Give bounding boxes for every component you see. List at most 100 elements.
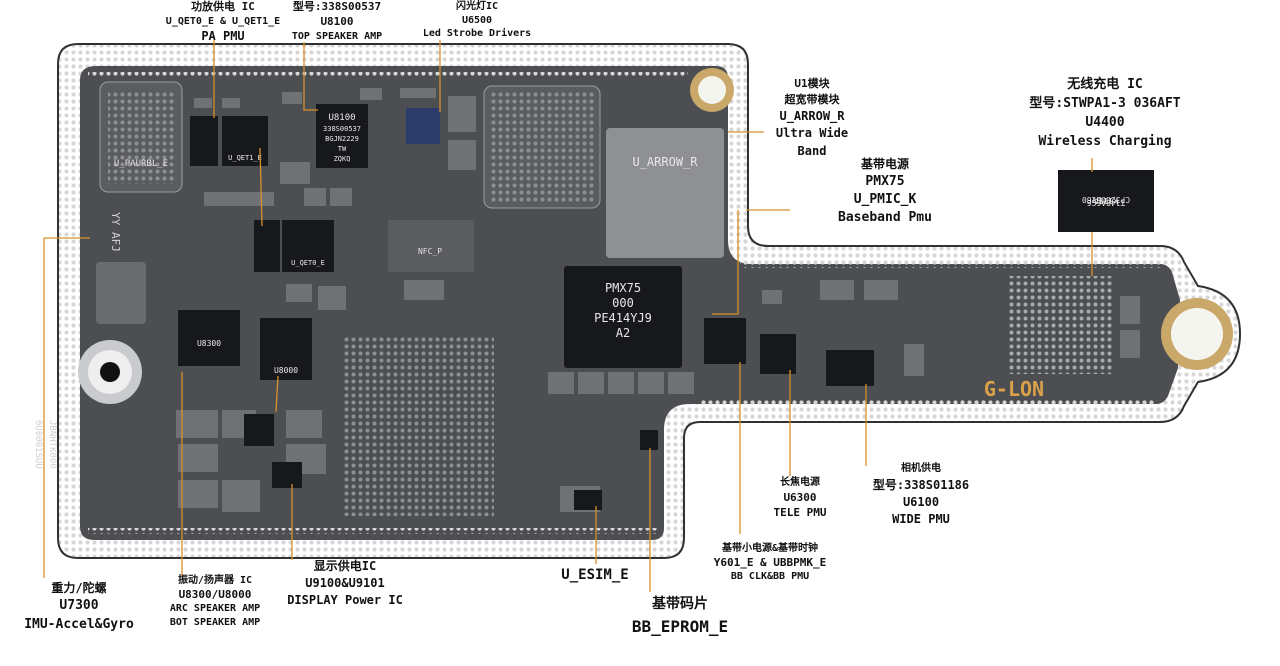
label-ref: U6100 bbox=[902, 494, 940, 509]
label-name: PA PMU bbox=[201, 29, 245, 44]
label-wireless: 无线充电 IC 型号:STWPA1-3 036AFT U4400 Wireles… bbox=[1000, 76, 1210, 151]
label-imu: 重力/陀螺 U7300 IMU-Accel&Gyro bbox=[4, 580, 154, 635]
label-ref: U_ESIM_E bbox=[561, 567, 629, 583]
label-model: 型号:STWPA1-3 036AFT bbox=[1029, 95, 1181, 111]
label-ref: U_ARROW_R bbox=[779, 108, 845, 123]
label-name: TELE PMU bbox=[773, 506, 827, 520]
label-cn: U1模块 bbox=[794, 77, 830, 90]
label-pa-pmu: 功放供电 IC U_QET0_E & U_QET1_E PA PMU bbox=[148, 0, 298, 45]
label-speaker-amp: 振动/扬声器 IC U8300/U8000 ARC SPEAKER AMP BO… bbox=[150, 574, 280, 629]
chip-esim bbox=[574, 490, 602, 510]
label-cn: 基带电源 bbox=[860, 157, 909, 171]
chip-text: U_ARROW_R bbox=[632, 155, 698, 169]
chip-text: 000 bbox=[612, 296, 634, 310]
chip-text: U_QET0_E bbox=[291, 259, 325, 267]
board-code: 6U0001SUU bbox=[33, 420, 43, 469]
label-ref: BB_EPROM_E bbox=[631, 617, 729, 636]
board-serial: JBNHTK000 bbox=[47, 420, 57, 469]
label-name: TOP SPEAKER AMP bbox=[291, 30, 383, 42]
label-name: BB CLK&BB PMU bbox=[730, 571, 810, 583]
label-ref: Y601_E & UBBPMK_E bbox=[713, 555, 827, 569]
chip-u8300 bbox=[178, 310, 240, 366]
small-module bbox=[96, 262, 146, 324]
chip-u8000 bbox=[260, 318, 312, 380]
chip-qet1 bbox=[282, 220, 334, 272]
label-cn: 重力/陀螺 bbox=[51, 581, 107, 595]
chip-text: K111A bbox=[1094, 196, 1118, 205]
label-tele: 长焦电源 U6300 TELE PMU bbox=[750, 476, 850, 521]
chip-text: ZQKQ bbox=[334, 155, 351, 163]
chip-u6100 bbox=[826, 350, 874, 386]
chip-eprom bbox=[640, 430, 658, 450]
inner-via-row bbox=[88, 528, 658, 534]
label-cn: 基带码片 bbox=[652, 596, 708, 612]
label-codes: U_QET0_E & U_QET1_E bbox=[165, 15, 281, 27]
label-name: WIDE PMU bbox=[892, 512, 950, 527]
inner-via-row bbox=[740, 262, 1160, 268]
label-bb-clk: 基带小电源&基带时钟 Y601_E & UBBPMK_E BB CLK&BB P… bbox=[690, 542, 850, 584]
label-display: 显示供电IC U9100&U9101 DISPLAY Power IC bbox=[270, 558, 420, 608]
chip-u8100 bbox=[316, 104, 368, 168]
bga-area bbox=[344, 336, 494, 516]
label-ref: U6500 bbox=[461, 14, 493, 26]
nfc-area bbox=[388, 220, 474, 272]
inner-via-row bbox=[88, 72, 688, 78]
label-name: ARC SPEAKER AMP bbox=[169, 603, 261, 615]
bga-area-right bbox=[1008, 276, 1112, 374]
chip-text: 338S00537 bbox=[323, 125, 361, 133]
label-name: Wireless Charging bbox=[1038, 133, 1172, 149]
chip-text: A2 bbox=[616, 326, 630, 340]
chip-text: BGJN2229 bbox=[325, 135, 359, 143]
label-name: DISPLAY Power IC bbox=[287, 592, 403, 607]
chip-u9101 bbox=[272, 462, 302, 488]
label-cn: 相机供电 bbox=[901, 463, 941, 474]
label-name: Led Strobe Drivers bbox=[422, 28, 532, 39]
label-cn: 超宽带模块 bbox=[784, 92, 840, 106]
chip-text: U_QET1_E bbox=[228, 154, 262, 162]
chip-y601 bbox=[704, 318, 746, 364]
label-ref: U4400 bbox=[1085, 114, 1125, 130]
label-model: 型号:338S01186 bbox=[872, 477, 970, 492]
brand-logo: G-LON bbox=[984, 377, 1044, 401]
chip-text: T148A6G6 bbox=[1087, 198, 1126, 207]
label-ref: U8100 bbox=[320, 14, 354, 28]
chip-text: TW bbox=[338, 145, 347, 153]
chip-text: U8100 bbox=[328, 113, 355, 123]
label-ref: U8300/U8000 bbox=[178, 587, 252, 601]
chip-u6500 bbox=[406, 108, 440, 144]
label-ref: U_PMIC_K bbox=[853, 191, 917, 207]
label-wide: 相机供电 型号:338S01186 U6100 WIDE PMU bbox=[846, 462, 996, 529]
label-ref: U7300 bbox=[59, 598, 99, 614]
label-cn: 闪光灯IC bbox=[455, 1, 499, 12]
chip-text: U8300 bbox=[197, 339, 221, 348]
label-eprom: 基带码片 BB_EPROM_E bbox=[600, 594, 760, 639]
chip-qet0-q bbox=[190, 116, 218, 166]
chip-u9100 bbox=[244, 414, 274, 446]
chip-qet1-q bbox=[254, 220, 280, 272]
label-ref: U9100&U9101 bbox=[305, 575, 385, 590]
label-model: 型号:338S00537 bbox=[292, 0, 382, 13]
label-model: PMX75 bbox=[865, 173, 905, 189]
chip-u6300 bbox=[760, 334, 796, 374]
passive-components bbox=[176, 88, 1140, 512]
chip-text: U_PAURBL_E bbox=[114, 159, 168, 169]
label-strobe: 闪光灯IC U6500 Led Strobe Drivers bbox=[412, 0, 542, 41]
arrow-module bbox=[606, 128, 724, 258]
label-cn: 无线充电 IC bbox=[1067, 77, 1143, 92]
label-top-speaker: 型号:338S00537 U8100 TOP SPEAKER AMP bbox=[282, 0, 392, 43]
label-cn: 显示供电IC bbox=[313, 559, 377, 573]
chip-text: PMX75 bbox=[605, 281, 641, 295]
label-name: Band bbox=[797, 143, 827, 158]
inner-via-row bbox=[700, 398, 1156, 404]
label-baseband-pmu: 基带电源 PMX75 U_PMIC_K Baseband Pmu bbox=[810, 156, 960, 227]
label-name: Baseband Pmu bbox=[838, 210, 932, 226]
label-name: Ultra Wide bbox=[775, 126, 849, 141]
label-cn: 振动/扬声器 IC bbox=[177, 575, 253, 586]
chip-u4400 bbox=[1058, 170, 1154, 232]
label-esim: U_ESIM_E bbox=[540, 566, 650, 585]
label-cn: 基带小电源&基带时钟 bbox=[721, 543, 819, 554]
label-uwb: U1模块 超宽带模块 U_ARROW_R Ultra Wide Band bbox=[752, 76, 872, 160]
leader-lines bbox=[43, 40, 1093, 592]
chip-pmx75 bbox=[564, 266, 682, 368]
